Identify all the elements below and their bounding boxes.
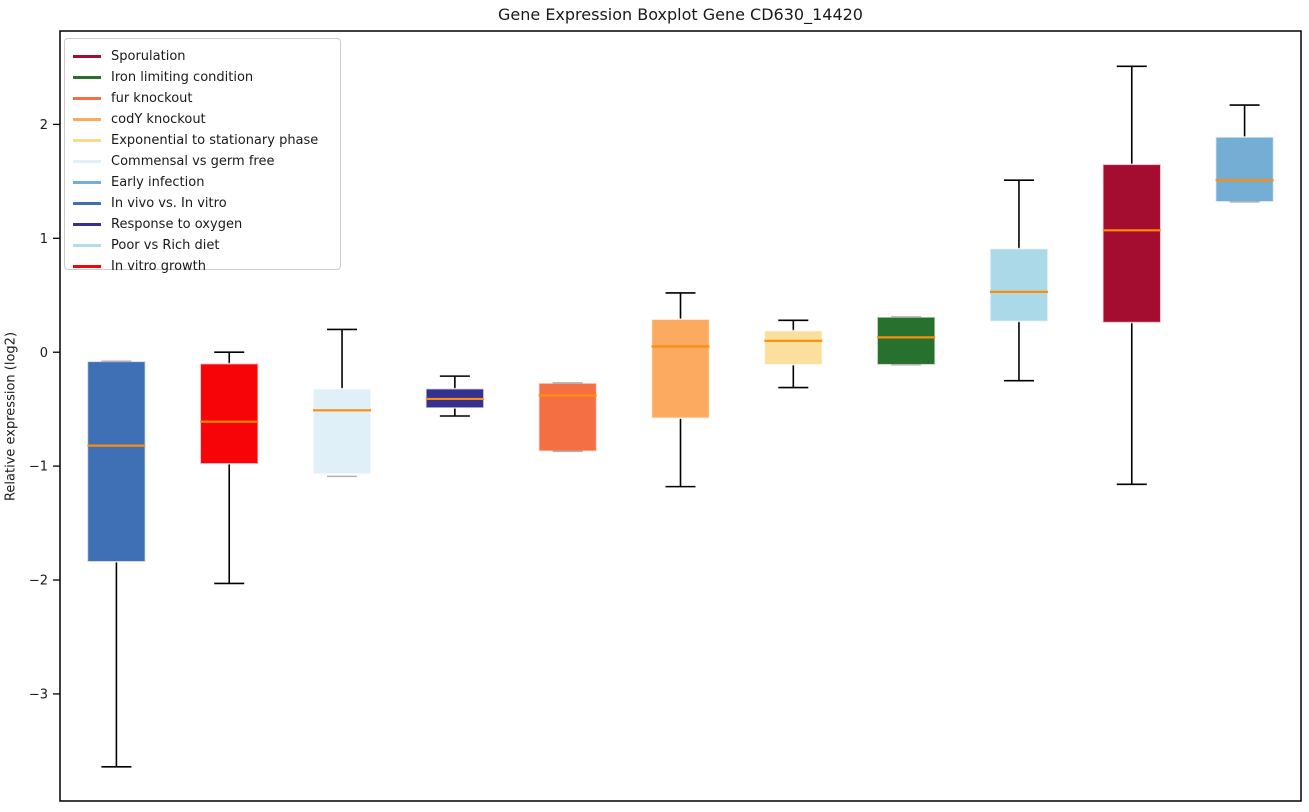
y-tick-label: 1 <box>40 232 48 247</box>
box-cody-knockout <box>650 292 711 488</box>
legend-swatch-line <box>73 139 101 142</box>
y-tick-label: −3 <box>29 687 48 702</box>
axes-frame <box>59 30 1302 802</box>
box-sporulation <box>1101 65 1162 486</box>
legend-item-in-vitro-growth: In vitro growth <box>73 256 330 277</box>
legend-item-fur-knockout: fur knockout <box>73 88 330 109</box>
legend-item-iron-limiting-condition: Iron limiting condition <box>73 67 330 88</box>
iqr-box <box>312 387 372 475</box>
y-tick-label: 2 <box>40 118 48 133</box>
legend-swatch-line <box>73 223 101 226</box>
iqr-box <box>199 362 260 465</box>
legend-label: Sporulation <box>111 49 186 64</box>
legend-item-exponential-to-stationary-phase: Exponential to stationary phase <box>73 130 330 151</box>
iqr-box <box>876 316 936 366</box>
box-in-vitro-growth <box>199 351 260 585</box>
iqr-box <box>86 360 147 563</box>
iqr-box <box>650 318 711 420</box>
legend-item-early-infection: Early infection <box>73 172 330 193</box>
legend-swatch-line <box>73 160 101 163</box>
legend-label: Poor vs Rich diet <box>111 238 220 253</box>
legend-label: Exponential to stationary phase <box>111 133 319 148</box>
box-fur-knockout <box>537 382 598 453</box>
box-poor-vs-rich-diet <box>989 179 1049 382</box>
legend-item-in-vivo-vs-in-vitro: In vivo vs. In vitro <box>73 193 330 214</box>
legend-label: codY knockout <box>111 112 206 127</box>
legend-label: Response to oxygen <box>111 217 243 232</box>
box-in-vivo-vs-in-vitro <box>86 360 147 768</box>
legend-label: Commensal vs germ free <box>111 154 275 169</box>
legend-swatch-line <box>73 118 101 121</box>
legend-label: In vitro growth <box>111 259 206 274</box>
box-iron-limiting-condition <box>876 316 936 366</box>
box-exponential-to-stationary-phase <box>763 319 824 389</box>
legend-swatch-line <box>73 202 101 205</box>
legend-swatch-line <box>73 76 101 79</box>
legend-label: Early infection <box>111 175 205 190</box>
legend-swatch-line <box>73 97 101 100</box>
legend-label: fur knockout <box>111 91 193 106</box>
box-commensal-vs-germ-free <box>312 328 372 478</box>
y-tick-label: −2 <box>29 574 48 589</box>
iqr-box <box>989 247 1049 323</box>
legend-item-response-to-oxygen: Response to oxygen <box>73 214 330 235</box>
box-response-to-oxygen <box>425 375 485 417</box>
legend-swatch-line <box>73 55 101 58</box>
iqr-box <box>1214 136 1275 203</box>
legend-item-sporulation: Sporulation <box>73 46 330 67</box>
legend-label: Iron limiting condition <box>111 70 254 85</box>
legend-label: In vivo vs. In vitro <box>111 196 227 211</box>
legend-item-poor-vs-rich-diet: Poor vs Rich diet <box>73 235 330 256</box>
legend-swatch-line <box>73 244 101 247</box>
y-tick-label: 0 <box>40 346 48 361</box>
iqr-box <box>537 382 598 453</box>
legend-swatch-line <box>73 265 101 268</box>
legend-item-commensal-vs-germ-free: Commensal vs germ free <box>73 151 330 172</box>
legend-item-cody-knockout: codY knockout <box>73 109 330 130</box>
chart-title: Gene Expression Boxplot Gene CD630_14420 <box>498 5 863 24</box>
iqr-box <box>763 329 824 366</box>
box-early-infection <box>1214 104 1275 203</box>
legend-swatch-line <box>73 181 101 184</box>
y-axis-label: Relative expression (log2) <box>3 331 19 502</box>
y-tick-label: −1 <box>29 460 48 475</box>
iqr-box <box>1101 163 1162 324</box>
